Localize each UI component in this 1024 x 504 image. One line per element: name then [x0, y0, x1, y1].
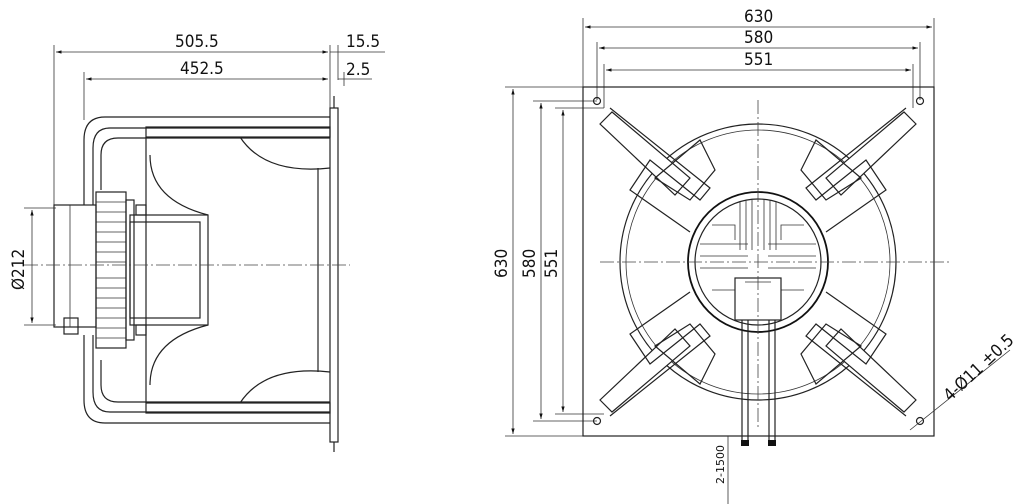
- dim-flange-offset: 2.5: [346, 60, 370, 80]
- dim-height-outer: 630: [492, 249, 512, 278]
- dim-height-hole-pitch: 580: [520, 249, 540, 278]
- side-view: 505.5 15.5 452.5 2.5: [9, 32, 385, 452]
- dim-height-inner: 551: [542, 249, 562, 278]
- cross-frame: [609, 107, 907, 417]
- dim-housing-length: 452.5: [180, 59, 224, 79]
- dim-width-outer: 630: [744, 7, 773, 27]
- motor-fins: [700, 199, 816, 291]
- dim-width-inner: 551: [744, 50, 773, 70]
- motor-body: [129, 214, 209, 326]
- dim-motor-diameter: Ø212: [9, 249, 29, 290]
- dim-cable-length: 2-1500: [714, 445, 727, 484]
- cables: [741, 320, 776, 446]
- front-view: 630 580 551 630 580 551: [492, 7, 1018, 504]
- dim-hole-spec: 4-Ø11 ±0.5: [940, 331, 1019, 406]
- dim-flange-thickness: 15.5: [346, 32, 380, 52]
- dim-overall-length: 505.5: [175, 32, 219, 52]
- mounting-holes: [592, 96, 925, 426]
- mounting-plate: [582, 86, 935, 437]
- dim-width-hole-pitch: 580: [744, 28, 773, 48]
